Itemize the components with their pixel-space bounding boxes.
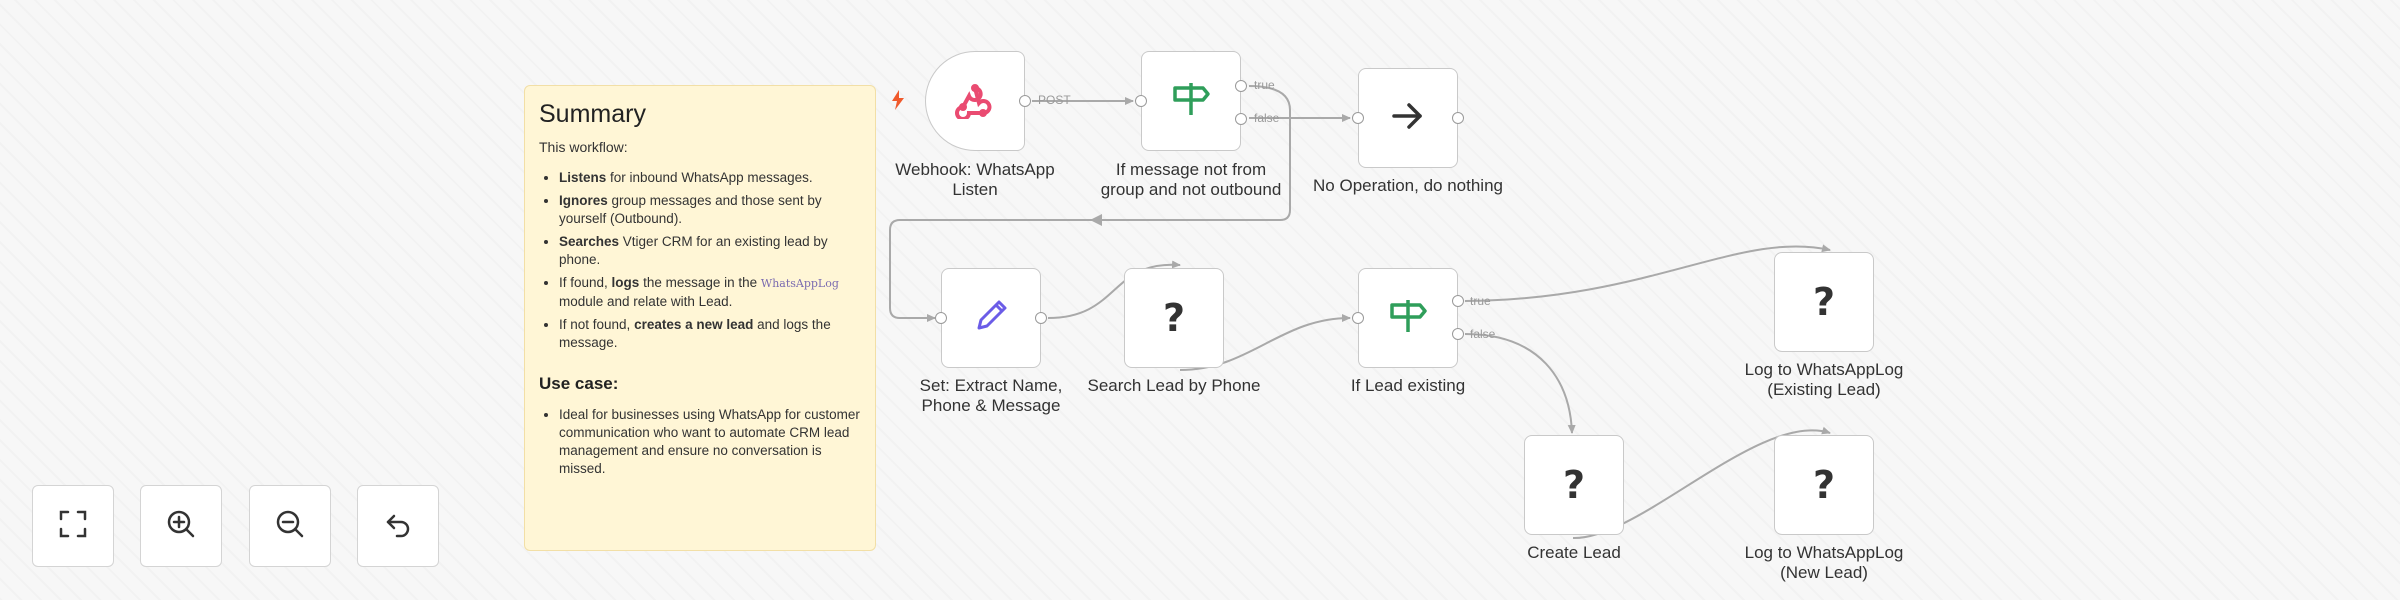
sticky-use-case-title: Use case:: [539, 374, 619, 393]
zoom-in-button[interactable]: [140, 485, 222, 567]
noop-node[interactable]: [1352, 68, 1464, 168]
if-message-true-label: true: [1254, 78, 1275, 92]
if-message-true-handle[interactable]: [1235, 80, 1247, 92]
sticky-item: If not found, creates a new lead and log…: [559, 316, 861, 352]
edge-set-to-search: [1047, 260, 1181, 319]
trigger-bolt-icon: [890, 90, 906, 116]
if-message-false-label: false: [1254, 111, 1280, 125]
if-lead-node[interactable]: [1352, 268, 1464, 368]
question-mark-icon: ?: [1812, 463, 1836, 507]
if-message-node[interactable]: [1135, 51, 1247, 151]
if-lead-false-label: false: [1470, 327, 1496, 341]
set-extract-node[interactable]: [935, 268, 1047, 368]
if-lead-true-label: true: [1470, 294, 1491, 308]
summary-sticky-note[interactable]: Summary This workflow: Listens for inbou…: [524, 85, 876, 551]
search-lead-node[interactable]: ?: [1124, 268, 1224, 368]
sticky-use-case-list: Ideal for businesses using WhatsApp for …: [539, 406, 861, 478]
webhook-icon: [953, 79, 997, 124]
set-extract-output-handle[interactable]: [1035, 312, 1047, 324]
set-extract-node-label: Set: Extract Name,Phone & Message: [919, 376, 1063, 415]
edge-if-lead-false-to-create: [1464, 333, 1576, 434]
if-lead-input-handle[interactable]: [1352, 312, 1364, 324]
log-existing-node-label: Log to WhatsAppLog(Existing Lead): [1744, 360, 1904, 399]
sticky-item: Ignores group messages and those sent by…: [559, 192, 861, 228]
signpost-icon: [1170, 80, 1212, 123]
webhook-node[interactable]: [925, 51, 1031, 151]
noop-node-label: No Operation, do nothing: [1313, 176, 1503, 195]
log-existing-node[interactable]: ?: [1774, 252, 1874, 352]
question-mark-icon: ?: [1162, 296, 1186, 340]
edge-if-lead-true-to-log-existing: [1464, 244, 1831, 302]
if-lead-false-handle[interactable]: [1452, 328, 1464, 340]
noop-output-handle[interactable]: [1452, 112, 1464, 124]
zoom-in-icon: [165, 508, 197, 545]
set-extract-input-handle[interactable]: [935, 312, 947, 324]
fit-view-button[interactable]: [32, 485, 114, 567]
sticky-item: Searches Vtiger CRM for an existing lead…: [559, 233, 861, 269]
pencil-icon: [971, 296, 1011, 341]
reset-zoom-button[interactable]: [357, 485, 439, 567]
undo-icon: [382, 508, 414, 545]
signpost-icon: [1387, 297, 1429, 340]
sticky-list: Listens for inbound WhatsApp messages. I…: [539, 169, 861, 352]
sticky-intro: This workflow:: [539, 139, 628, 155]
sticky-item: Listens for inbound WhatsApp messages.: [559, 169, 861, 187]
log-new-node[interactable]: ?: [1774, 435, 1874, 535]
edge-if-message-true-to-set: [889, 85, 1291, 322]
if-message-input-handle[interactable]: [1135, 95, 1147, 107]
create-lead-node-label: Create Lead: [1527, 543, 1621, 562]
if-message-false-handle[interactable]: [1235, 113, 1247, 125]
if-lead-true-handle[interactable]: [1452, 295, 1464, 307]
if-lead-node-label: If Lead existing: [1350, 376, 1466, 395]
sticky-item: If found, logs the message in the WhatsA…: [559, 274, 861, 311]
zoom-out-icon: [274, 508, 306, 545]
question-mark-icon: ?: [1812, 280, 1836, 324]
search-lead-node-label: Search Lead by Phone: [1087, 376, 1261, 395]
zoom-out-button[interactable]: [249, 485, 331, 567]
create-lead-node[interactable]: ?: [1524, 435, 1624, 535]
log-new-node-label: Log to WhatsAppLog(New Lead): [1744, 543, 1904, 582]
sticky-title: Summary: [539, 100, 646, 128]
question-mark-icon: ?: [1562, 463, 1586, 507]
sticky-use-case-item: Ideal for businesses using WhatsApp for …: [559, 406, 861, 478]
webhook-port-label: POST: [1038, 93, 1071, 107]
edge-direction-arrow: [1090, 214, 1102, 226]
fullscreen-icon: [57, 508, 89, 545]
arrow-right-icon: [1390, 100, 1426, 137]
webhook-output-handle[interactable]: [1019, 95, 1031, 107]
noop-input-handle[interactable]: [1352, 112, 1364, 124]
